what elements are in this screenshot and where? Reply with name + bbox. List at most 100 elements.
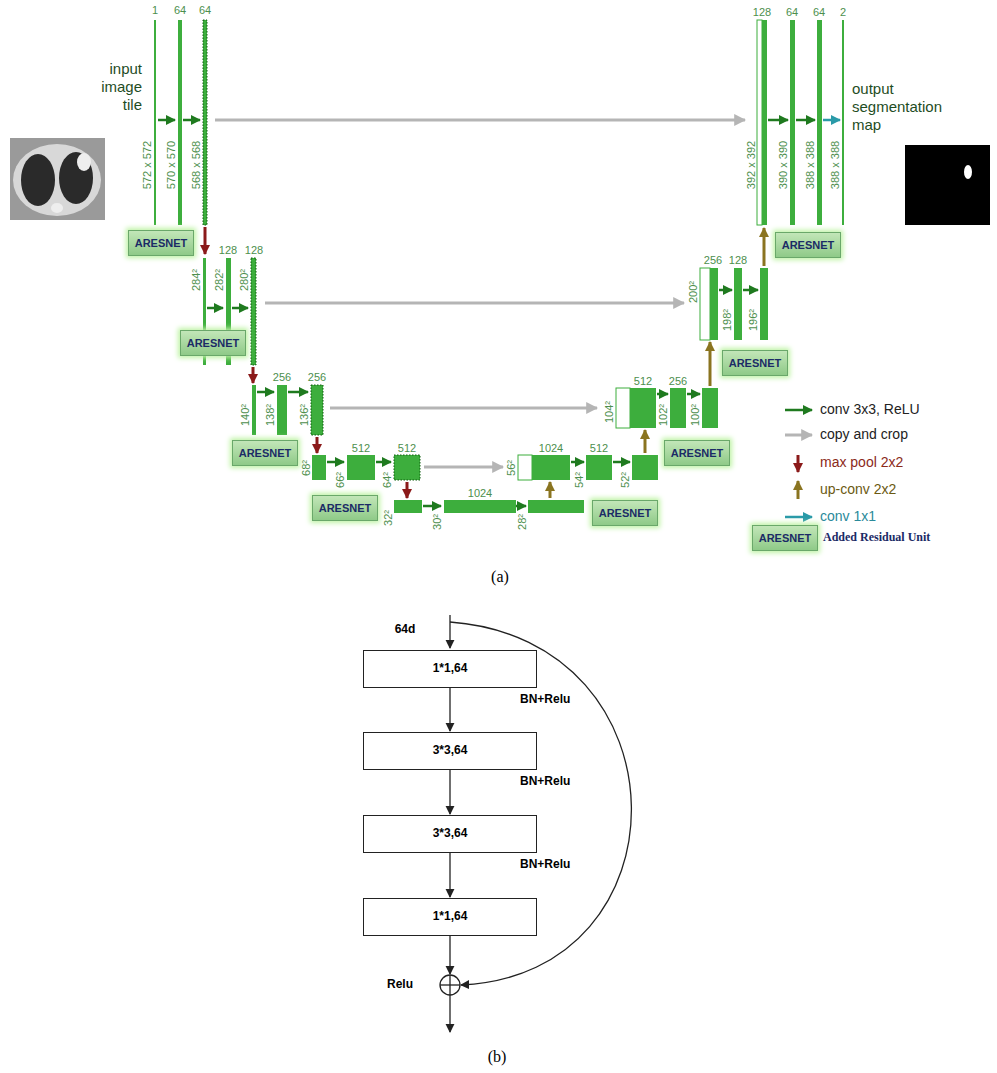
dimension-label: 102² bbox=[657, 404, 669, 426]
max-pool-arrow bbox=[406, 482, 409, 498]
dimension-label: 54² bbox=[573, 472, 585, 488]
ct-nodule bbox=[77, 153, 91, 171]
feature-map bbox=[532, 455, 570, 480]
feature-map bbox=[394, 500, 422, 513]
dimension-label: 1024 bbox=[468, 487, 492, 499]
feature-map bbox=[630, 388, 656, 428]
feature-map bbox=[277, 385, 287, 435]
dimension-label: 104² bbox=[603, 401, 615, 423]
legend-conv-sample bbox=[785, 409, 812, 412]
legend-conv1x1-sample bbox=[785, 516, 812, 519]
max-pool-arrow bbox=[252, 367, 255, 383]
ct-spine bbox=[51, 203, 63, 213]
dimension-label: 280² bbox=[238, 269, 250, 291]
conv-arrow bbox=[207, 307, 223, 310]
legend-upconv-sample bbox=[797, 481, 800, 499]
annotation-label: Relu bbox=[387, 978, 413, 991]
node-label: 3*3,64 bbox=[433, 744, 468, 757]
conv-arrow bbox=[376, 461, 391, 464]
conv-arrow bbox=[719, 289, 732, 292]
dimension-label: 30² bbox=[431, 514, 443, 530]
node-label: ARESNET bbox=[319, 502, 372, 514]
dimension-label: 196² bbox=[747, 309, 759, 331]
dimension-label: 64 bbox=[813, 6, 825, 18]
feature-map bbox=[311, 385, 323, 435]
conv-arrow bbox=[423, 505, 441, 508]
dimension-label: 282² bbox=[213, 269, 225, 291]
residual-unit-box: ARESNET bbox=[312, 495, 378, 521]
legend-text: conv 1x1 bbox=[820, 509, 876, 524]
conv-arrow bbox=[571, 461, 584, 464]
conv-layer-box: 1*1,64 bbox=[363, 650, 537, 688]
panel-caption: (a) bbox=[491, 568, 509, 586]
residual-unit-box: ARESNET bbox=[232, 440, 298, 466]
feature-map bbox=[632, 455, 658, 480]
conv-arrow bbox=[613, 461, 630, 464]
legend-text: conv 3x3, ReLU bbox=[820, 402, 920, 417]
sum-plus bbox=[449, 975, 450, 995]
copy-crop-arrow bbox=[215, 119, 745, 122]
residual-unit-box: ARESNET bbox=[128, 230, 194, 256]
feature-map bbox=[394, 455, 420, 480]
connector-label: BN+Relu bbox=[520, 857, 570, 871]
feature-map bbox=[762, 20, 767, 225]
dimension-label: 284² bbox=[190, 269, 202, 291]
pool-arrows bbox=[205, 227, 407, 498]
up-conv-arrow bbox=[644, 430, 647, 453]
conv-arrow bbox=[257, 391, 274, 394]
feature-map bbox=[710, 268, 718, 340]
dimension-label: 2 bbox=[840, 6, 846, 18]
dimension-label: 66² bbox=[334, 472, 346, 488]
copied-map bbox=[700, 268, 710, 340]
ct-lung bbox=[59, 152, 93, 204]
node-label: 1*1,64 bbox=[433, 662, 468, 675]
residual-unit-box: ARESNET bbox=[592, 500, 658, 526]
ct-body bbox=[13, 144, 101, 216]
dimension-label: 128 bbox=[729, 254, 747, 266]
dimension-label: 128 bbox=[245, 244, 263, 256]
feature-maps bbox=[154, 20, 844, 513]
dimension-label: 200² bbox=[687, 281, 699, 303]
legend-copy-sample bbox=[785, 434, 812, 437]
annotation-label: input image tile bbox=[90, 60, 142, 114]
node-label: 1*1,64 bbox=[433, 910, 468, 923]
dimension-label: 512 bbox=[634, 375, 652, 387]
feature-map bbox=[734, 268, 742, 340]
feature-map bbox=[178, 20, 182, 225]
max-pool-arrow bbox=[204, 227, 207, 254]
copied-map bbox=[757, 20, 762, 225]
dimension-label: 570 x 570 bbox=[165, 141, 177, 189]
node-label: 3*3,64 bbox=[433, 827, 468, 840]
conv1x1-arrow bbox=[823, 119, 840, 122]
copy-arrows bbox=[215, 120, 745, 467]
feature-map bbox=[842, 20, 844, 225]
residual-unit-box: ARESNET bbox=[752, 525, 818, 551]
residual-unit-box: ARESNET bbox=[180, 330, 246, 356]
legend-text: max pool 2x2 bbox=[820, 455, 903, 470]
mask-blob bbox=[964, 165, 972, 179]
copied-map bbox=[616, 388, 630, 428]
copy-crop-arrow bbox=[330, 407, 597, 410]
dimension-label: 512 bbox=[590, 442, 608, 454]
output-mask-image bbox=[905, 145, 990, 225]
up-conv-arrow bbox=[709, 342, 712, 386]
input-ct-image bbox=[10, 138, 105, 220]
dimension-label: 136² bbox=[298, 404, 310, 426]
legend-text: Added Residual Unit bbox=[823, 531, 930, 544]
dimension-label: 198² bbox=[721, 309, 733, 331]
conv-arrow bbox=[288, 391, 308, 394]
feature-map bbox=[154, 20, 156, 225]
feature-map bbox=[670, 388, 686, 428]
dimension-label: 256 bbox=[273, 371, 291, 383]
flow-connector bbox=[449, 853, 450, 897]
conv-arrow bbox=[516, 505, 526, 508]
conv-arrow bbox=[158, 119, 175, 122]
node-label: ARESNET bbox=[759, 532, 812, 544]
dimension-label: 56² bbox=[505, 460, 517, 476]
dimension-label: 64 bbox=[786, 6, 798, 18]
conv-arrow bbox=[768, 119, 788, 122]
ct-lung bbox=[21, 154, 55, 206]
dimension-label: 128 bbox=[219, 244, 237, 256]
feature-map bbox=[790, 20, 795, 225]
